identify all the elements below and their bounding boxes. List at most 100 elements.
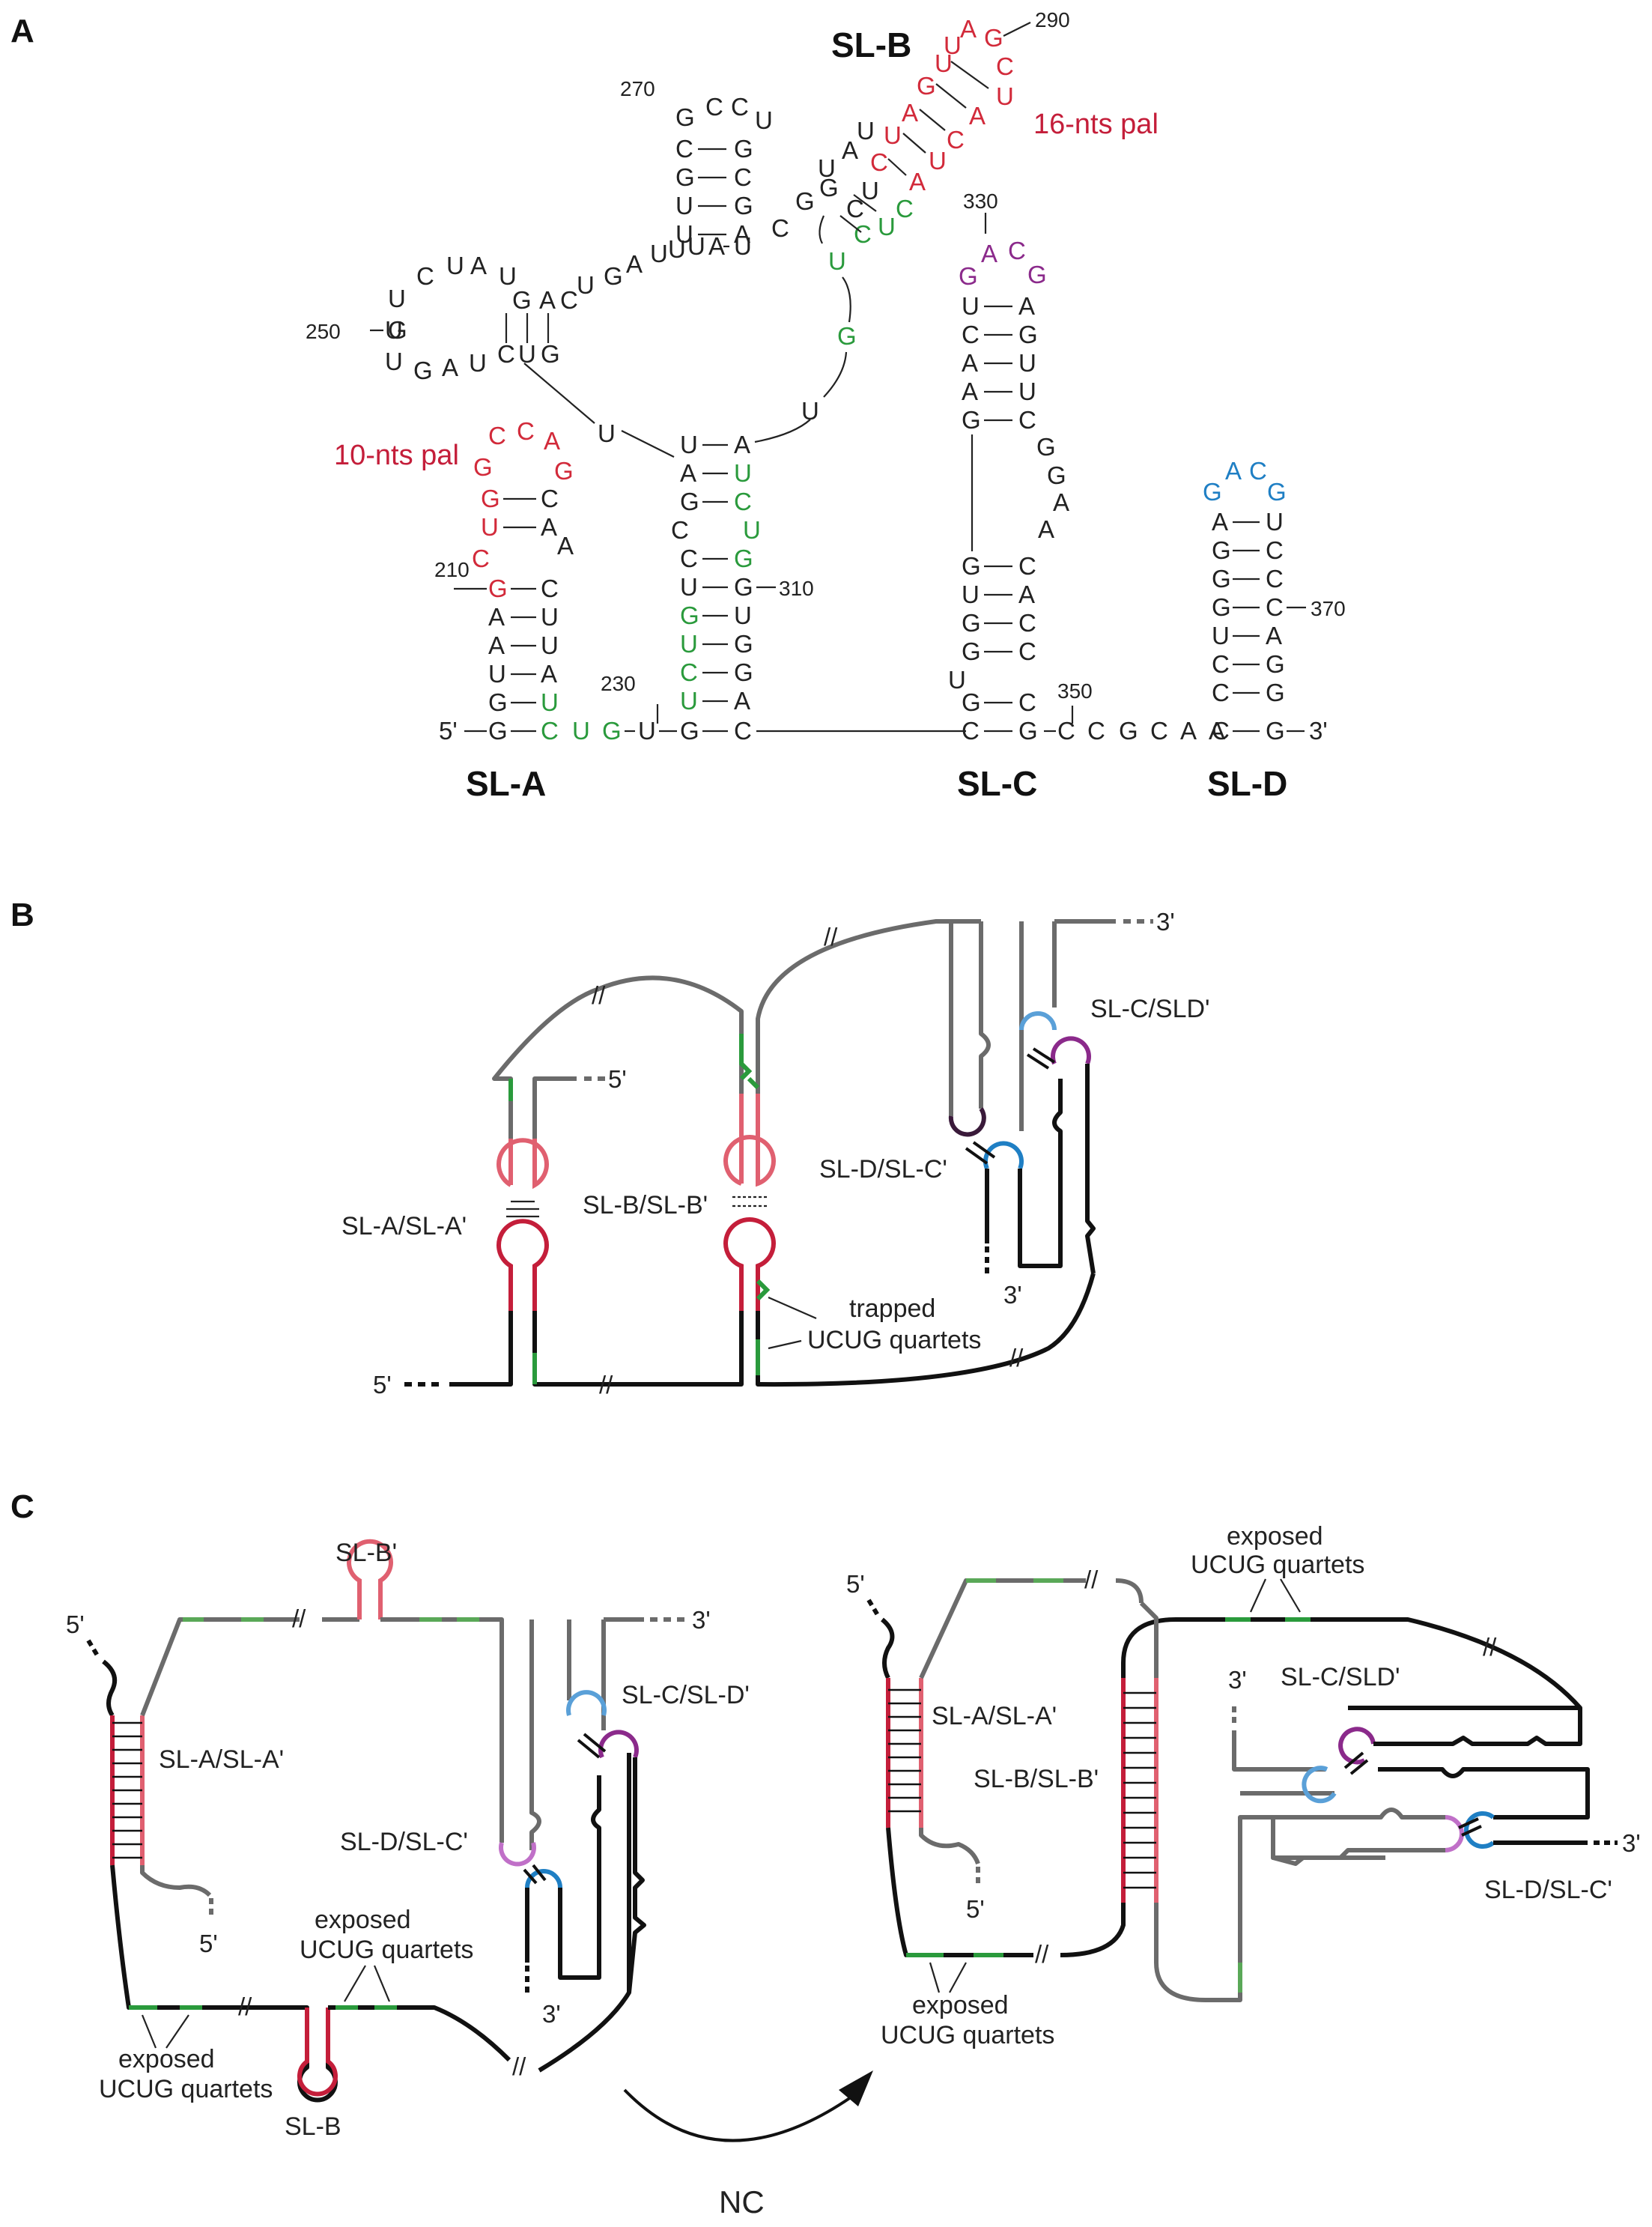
svg-text:A: A bbox=[909, 168, 926, 196]
svg-text:C: C bbox=[497, 340, 515, 368]
svg-text:G: G bbox=[1212, 536, 1231, 564]
svg-text:G: G bbox=[1047, 461, 1066, 489]
svg-text:G: G bbox=[819, 174, 839, 202]
svg-text:C: C bbox=[541, 575, 559, 602]
svg-text:U: U bbox=[675, 192, 693, 219]
c-left-exposed-bottom: exposed bbox=[118, 2045, 215, 2073]
svg-text://: // bbox=[238, 1993, 252, 2020]
svg-text:C: C bbox=[996, 52, 1014, 80]
svg-text:G: G bbox=[604, 262, 623, 290]
svg-text:C: C bbox=[1018, 637, 1036, 665]
svg-text:U: U bbox=[743, 516, 761, 544]
sl-b-label: SL-B bbox=[831, 25, 911, 64]
c-right-five-inner: 5' bbox=[966, 1895, 985, 1923]
b-three-prime-top: 3' bbox=[1156, 908, 1175, 936]
svg-text:A: A bbox=[470, 252, 487, 279]
svg-text:U: U bbox=[598, 419, 616, 447]
num-250: 250 bbox=[306, 320, 341, 343]
b-label-trapped: trapped bbox=[849, 1294, 935, 1323]
svg-text:G: G bbox=[962, 609, 981, 637]
svg-text:C: C bbox=[1018, 552, 1036, 580]
b-label-slb: SL-B/SL-B' bbox=[583, 1191, 708, 1219]
num-350: 350 bbox=[1057, 679, 1093, 703]
svg-text:G: G bbox=[1267, 478, 1287, 506]
svg-text:U: U bbox=[668, 235, 686, 263]
svg-text:U: U bbox=[962, 292, 980, 320]
svg-text:U: U bbox=[446, 252, 464, 279]
svg-text:A: A bbox=[842, 136, 858, 164]
svg-text:U: U bbox=[1018, 378, 1036, 405]
c-left-five-inner: 5' bbox=[199, 1930, 218, 1957]
svg-text:C: C bbox=[680, 658, 698, 686]
svg-text:U: U bbox=[734, 459, 752, 487]
svg-text:A: A bbox=[734, 431, 750, 458]
c-left-sla: SL-A/SL-A' bbox=[159, 1745, 284, 1774]
svg-text:C: C bbox=[1008, 237, 1026, 264]
svg-text:G: G bbox=[959, 262, 978, 290]
svg-text:C: C bbox=[962, 321, 980, 348]
svg-text:C: C bbox=[1057, 717, 1075, 745]
svg-text:U: U bbox=[962, 581, 980, 608]
svg-text:G: G bbox=[1203, 478, 1222, 506]
svg-text:G: G bbox=[984, 24, 1003, 52]
panel-b-label: B bbox=[10, 897, 34, 933]
svg-text:U: U bbox=[675, 220, 693, 248]
five-prime-end: 5' bbox=[439, 717, 458, 745]
svg-text:C: C bbox=[675, 135, 693, 163]
svg-text:C: C bbox=[1266, 565, 1284, 593]
svg-text:G: G bbox=[962, 688, 981, 716]
svg-text:C: C bbox=[771, 214, 789, 242]
nc-arrow: NC bbox=[623, 2070, 873, 2220]
svg-text:A: A bbox=[544, 427, 560, 455]
svg-text:C: C bbox=[1249, 457, 1267, 485]
c-left-three-inner: 3' bbox=[542, 2000, 561, 2028]
c-left-exposed-bottom-quartets: UCUG quartets bbox=[99, 2075, 273, 2103]
svg-text:C: C bbox=[1018, 406, 1036, 434]
svg-text:A: A bbox=[962, 378, 978, 405]
svg-text:U: U bbox=[518, 340, 536, 368]
svg-text:G: G bbox=[1036, 433, 1056, 461]
svg-text:G: G bbox=[1018, 717, 1038, 745]
svg-text://: // bbox=[292, 1605, 306, 1632]
c-left-slb-bottom: SL-B bbox=[285, 2112, 341, 2141]
svg-text:U: U bbox=[861, 177, 879, 204]
svg-text:U: U bbox=[687, 232, 705, 260]
svg-text:C: C bbox=[947, 126, 965, 154]
svg-text:G: G bbox=[1212, 593, 1231, 621]
svg-text:U: U bbox=[481, 513, 499, 541]
svg-text:G: G bbox=[680, 602, 699, 629]
svg-text:C: C bbox=[734, 488, 752, 515]
svg-text:C: C bbox=[705, 93, 723, 121]
svg-text:A: A bbox=[1038, 515, 1054, 543]
svg-text://: // bbox=[1483, 1633, 1497, 1661]
svg-text:G: G bbox=[1212, 565, 1231, 593]
c-right-slc: SL-C/SLD' bbox=[1281, 1663, 1400, 1691]
svg-text:A: A bbox=[1180, 717, 1197, 745]
svg-text:U: U bbox=[818, 154, 836, 182]
svg-text:C: C bbox=[1266, 536, 1284, 564]
sl-d-label: SL-D bbox=[1207, 764, 1287, 803]
b-five-prime-bottom: 5' bbox=[373, 1371, 392, 1399]
svg-text:G: G bbox=[512, 286, 532, 314]
svg-text:C: C bbox=[1018, 688, 1036, 716]
svg-text:U: U bbox=[385, 316, 403, 344]
svg-text:A: A bbox=[1225, 457, 1242, 485]
svg-text:U: U bbox=[878, 213, 896, 240]
svg-text:A: A bbox=[1053, 488, 1069, 516]
svg-text:C: C bbox=[854, 220, 872, 248]
svg-text:A: A bbox=[960, 15, 977, 43]
panel-b: B 5' 5' // // bbox=[10, 897, 1210, 1399]
c-left-sld: SL-D/SL-C' bbox=[340, 1828, 468, 1856]
svg-text:A: A bbox=[708, 232, 725, 260]
svg-text:U: U bbox=[944, 31, 962, 59]
svg-text:G: G bbox=[554, 457, 574, 485]
svg-text:C: C bbox=[416, 262, 434, 290]
svg-text:C: C bbox=[734, 717, 752, 745]
b-label-sld: SL-D/SL-C' bbox=[819, 1155, 947, 1184]
